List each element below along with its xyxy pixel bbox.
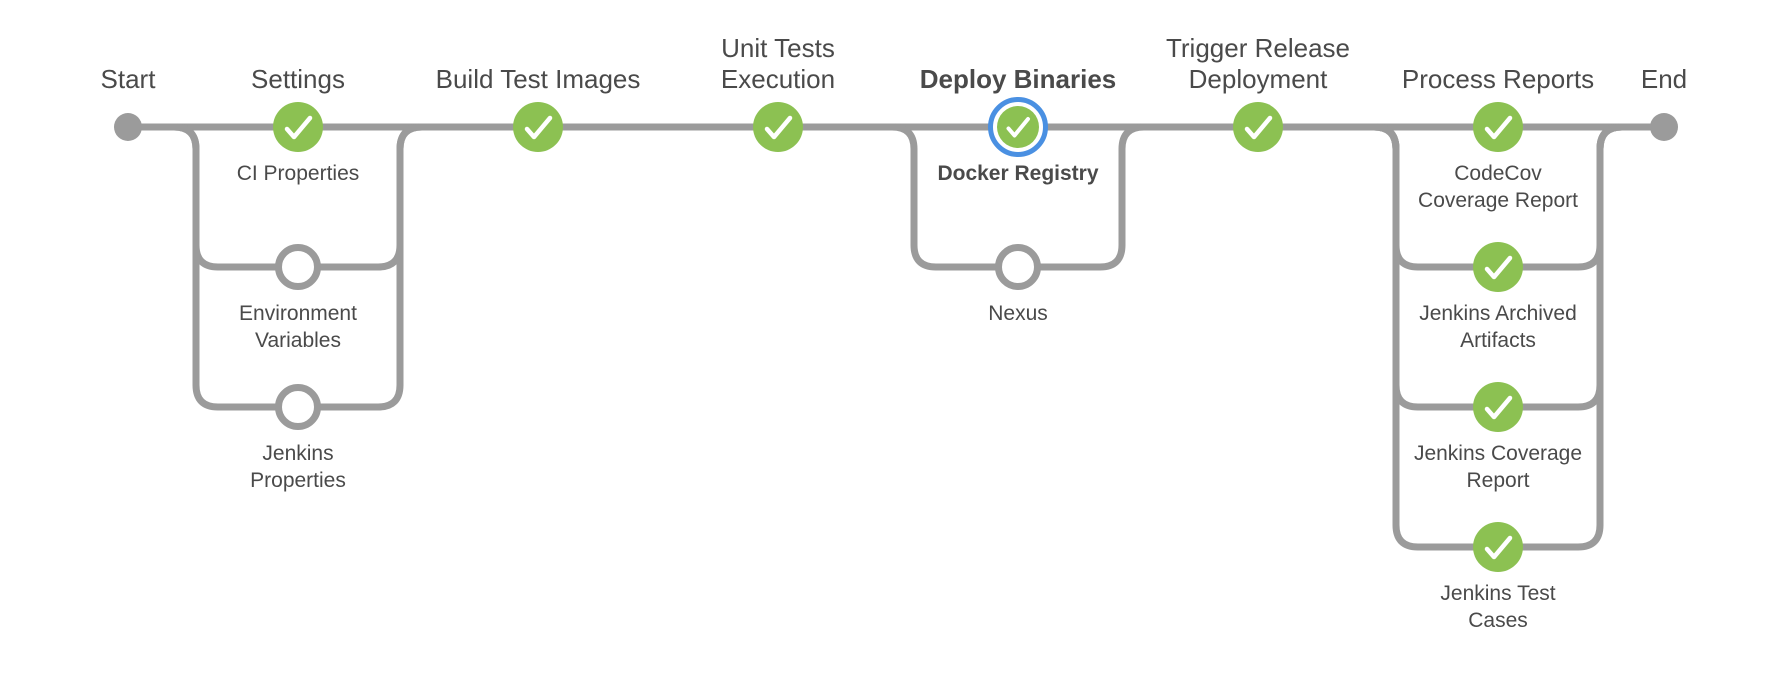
stage-label-settings: Settings bbox=[251, 64, 345, 94]
node-build-test-images[interactable] bbox=[513, 102, 563, 152]
node-jenkins-properties[interactable] bbox=[275, 384, 321, 430]
node-jenkins-archived-artifacts[interactable] bbox=[1473, 242, 1523, 292]
node-ci-properties[interactable] bbox=[273, 102, 323, 152]
check-icon bbox=[1484, 255, 1513, 280]
node-codecov-coverage-report[interactable] bbox=[1473, 102, 1523, 152]
check-icon bbox=[284, 115, 313, 140]
success-circle[interactable] bbox=[1473, 242, 1523, 292]
success-circle[interactable] bbox=[1473, 522, 1523, 572]
node-jenkins-test-cases[interactable] bbox=[1473, 522, 1523, 572]
stage-label-unit-tests-execution: Unit Tests Execution bbox=[720, 33, 836, 94]
check-icon bbox=[524, 115, 553, 140]
start-node bbox=[114, 113, 142, 141]
branch-label-jenkins-properties: Jenkins Properties bbox=[250, 442, 346, 492]
node-trigger-release-deployment[interactable] bbox=[1233, 102, 1283, 152]
node-environment-variables[interactable] bbox=[275, 244, 321, 290]
branch-label-environment-variables: Environment Variables bbox=[239, 302, 357, 352]
branch-label-jenkins-test-cases: Jenkins Test Cases bbox=[1440, 582, 1556, 632]
stage-label-deploy-binaries-selected: Deploy Binaries bbox=[919, 64, 1117, 94]
branch-label-docker-registry-selected: Docker Registry bbox=[937, 162, 1099, 185]
node-unit-tests-execution[interactable] bbox=[753, 102, 803, 152]
success-circle[interactable] bbox=[1233, 102, 1283, 152]
branch-label-codecov-coverage-report: CodeCov Coverage Report bbox=[1418, 162, 1578, 212]
stage-label-trigger-release-deployment: Trigger Release Deployment bbox=[1165, 33, 1350, 94]
node-docker-registry-selected[interactable] bbox=[988, 97, 1048, 157]
success-circle[interactable] bbox=[997, 106, 1039, 148]
check-icon bbox=[1006, 117, 1030, 138]
branch-label-jenkins-coverage-report: Jenkins Coverage Report bbox=[1413, 442, 1583, 492]
success-circle[interactable] bbox=[753, 102, 803, 152]
check-icon bbox=[1484, 115, 1513, 140]
stage-label-process-reports: Process Reports bbox=[1401, 64, 1595, 94]
node-jenkins-coverage-report[interactable] bbox=[1473, 382, 1523, 432]
success-circle[interactable] bbox=[1473, 102, 1523, 152]
stage-label-build-test-images: Build Test Images bbox=[435, 64, 641, 94]
success-circle[interactable] bbox=[513, 102, 563, 152]
empty-circle[interactable] bbox=[275, 384, 321, 430]
empty-circle[interactable] bbox=[995, 244, 1041, 290]
empty-circle[interactable] bbox=[275, 244, 321, 290]
check-icon bbox=[764, 115, 793, 140]
node-nexus[interactable] bbox=[995, 244, 1041, 290]
branch-label-jenkins-archived-artifacts: Jenkins Archived Artifacts bbox=[1419, 302, 1577, 352]
success-circle[interactable] bbox=[273, 102, 323, 152]
stage-label-end: End bbox=[1640, 64, 1688, 94]
stage-label-start: Start bbox=[100, 64, 156, 94]
end-node bbox=[1650, 113, 1678, 141]
check-icon bbox=[1484, 395, 1513, 420]
branch-label-ci-properties: CI Properties bbox=[236, 162, 360, 185]
check-icon bbox=[1244, 115, 1273, 140]
success-circle[interactable] bbox=[1473, 382, 1523, 432]
check-icon bbox=[1484, 535, 1513, 560]
branch-label-nexus: Nexus bbox=[988, 302, 1048, 325]
